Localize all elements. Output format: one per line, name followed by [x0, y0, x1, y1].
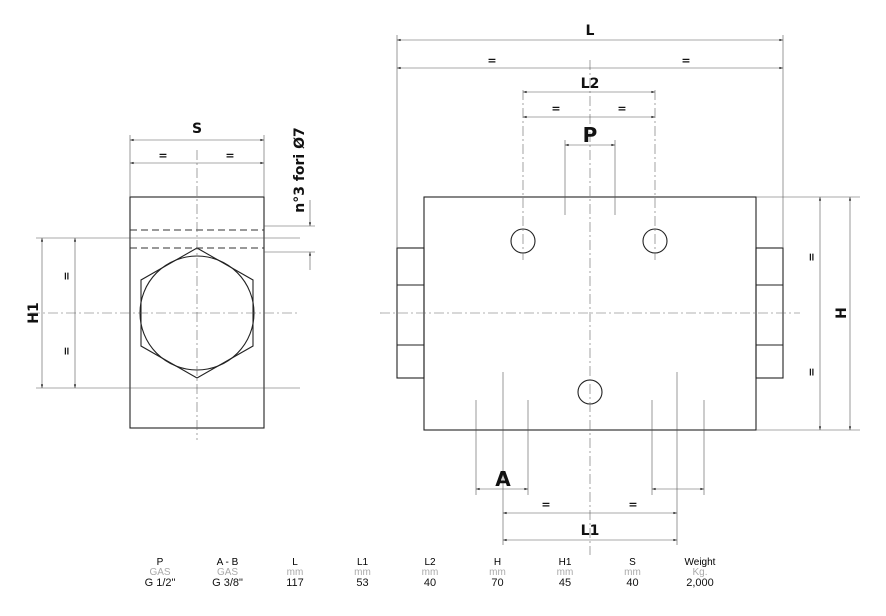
spec-value: 40	[626, 577, 639, 589]
port-P: P	[583, 123, 598, 147]
spec-name: S	[629, 557, 636, 568]
svg-text:=: =	[487, 54, 496, 67]
spec-value: G 3/8"	[212, 577, 243, 589]
spec-unit: mm	[489, 567, 506, 578]
svg-text:=: =	[805, 367, 818, 376]
spec-unit: GAS	[216, 567, 239, 578]
dim-H: H	[834, 307, 850, 319]
spec-name: H1	[558, 557, 572, 568]
svg-text:=: =	[551, 102, 560, 115]
spec-name: L1	[356, 557, 369, 568]
svg-text:=: =	[158, 149, 167, 162]
spec-unit: GAS	[149, 567, 171, 578]
svg-text:=: =	[805, 252, 818, 261]
spec-value: 117	[286, 577, 304, 589]
svg-text:=: =	[628, 498, 637, 511]
dim-H1: H1	[26, 302, 42, 323]
spec-name: Weight	[684, 557, 716, 568]
port-A: A	[495, 467, 511, 491]
svg-text:=: =	[60, 346, 73, 355]
spec-name: L2	[424, 557, 436, 568]
spec-name: A - B	[216, 557, 239, 568]
spec-name: P	[156, 557, 164, 568]
spec-unit: mm	[354, 567, 371, 578]
svg-text:=: =	[681, 54, 690, 67]
dim-S: S	[192, 121, 202, 137]
spec-value: 40	[423, 577, 437, 589]
spec-value: 2,000	[686, 577, 714, 589]
hex-nut	[140, 247, 254, 379]
dim-L1: L1	[581, 523, 600, 539]
side-view: S = = H1 = = n°3 fori Ø7	[26, 121, 315, 440]
spec-unit: mm	[556, 567, 574, 578]
svg-text:=: =	[60, 271, 73, 280]
dim-L: L	[586, 23, 595, 39]
spec-unit: mm	[624, 567, 641, 578]
spec-value: 53	[356, 577, 369, 589]
front-view: L = = L2 = = P H = = A = = L1	[380, 23, 860, 555]
spec-name: H	[493, 557, 502, 568]
spec-value: 45	[558, 577, 572, 589]
svg-text:=: =	[225, 149, 234, 162]
spec-value: G 1/2"	[144, 577, 176, 589]
holes-note: n°3 fori Ø7	[292, 127, 308, 213]
spec-value: 70	[491, 577, 504, 589]
spec-name: L	[292, 557, 298, 568]
svg-text:=: =	[541, 498, 550, 511]
spec-unit: Kg.	[692, 567, 708, 578]
spec-unit: mm	[421, 567, 439, 578]
svg-text:=: =	[617, 102, 626, 115]
dim-L2: L2	[581, 76, 600, 92]
spec-unit: mm	[286, 567, 304, 578]
